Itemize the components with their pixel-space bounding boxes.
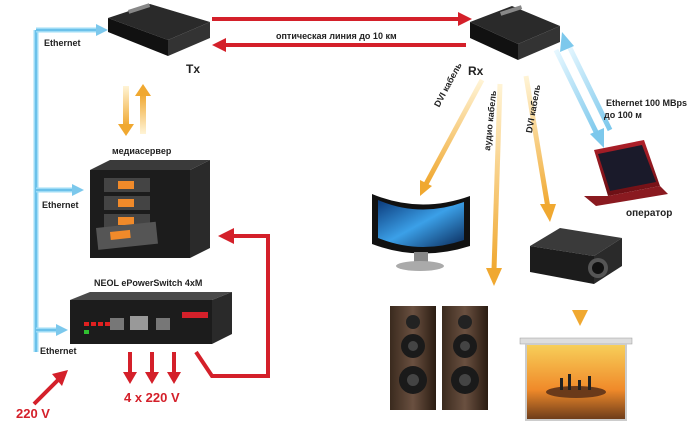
ethernet-mid-label: Ethernet [42, 200, 79, 210]
ethernet-bottom-label: Ethernet [40, 346, 77, 356]
projector-device [530, 228, 622, 284]
mediaserver-device [90, 160, 210, 258]
power-switch-device [70, 292, 232, 344]
power-lines [32, 228, 270, 406]
operator-label: оператор [626, 208, 673, 219]
power-out-label: 4 x 220 V [124, 390, 180, 405]
fiber-arrows [212, 12, 472, 52]
ethernet-top-label: Ethernet [44, 38, 81, 48]
projection-screen-device [519, 337, 633, 421]
tx-device [108, 3, 210, 56]
rx-operator-link [553, 32, 613, 148]
ethernet-bus [33, 24, 108, 352]
laptop-device [584, 140, 668, 206]
eth-distance-label: до 100 м [604, 110, 642, 120]
power-in-label: 220 V [16, 406, 50, 421]
tx-label: Tx [186, 62, 201, 76]
eth-speed-label: Ethernet 100 MBps [606, 98, 688, 108]
rx-device [470, 5, 560, 60]
mediaserver-label: медиасервер [112, 146, 172, 156]
rx-label: Rx [468, 64, 484, 78]
speakers-device [390, 306, 488, 410]
switch-name-label: NEOL ePowerSwitch 4xM [94, 278, 203, 288]
rx-output-arrows [420, 75, 588, 326]
tx-server-arrows [118, 84, 151, 136]
monitor-device [372, 194, 470, 271]
fiber-label: оптическая линия до 10 км [276, 31, 397, 41]
